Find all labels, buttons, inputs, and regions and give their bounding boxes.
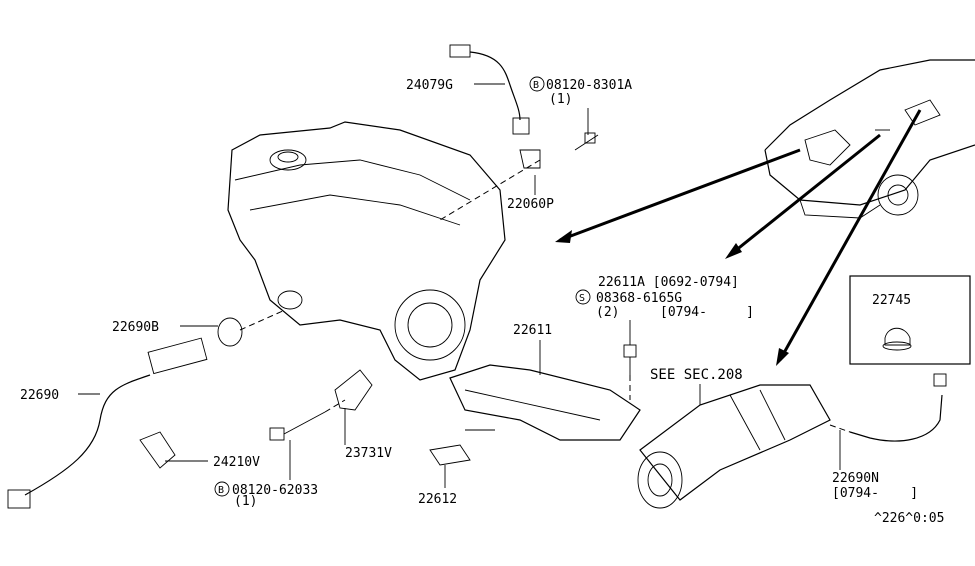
catalytic-converter: [637, 373, 947, 509]
label-qty-bottom: (1): [234, 494, 257, 509]
label-23731V: 23731V: [345, 446, 392, 461]
car-drawing: [764, 59, 975, 219]
sensor-22690: [7, 309, 286, 509]
label-qty-screw: (2): [596, 305, 619, 320]
label-24210V: 24210V: [213, 455, 260, 470]
label-22611: 22611: [513, 323, 552, 338]
label-22690: 22690: [20, 388, 59, 403]
label-22611A: 22611A [0692-0794]: [598, 275, 739, 290]
label-22690B: 22690B: [112, 320, 159, 335]
label-08120-8301A: 08120-8301A: [546, 78, 632, 93]
heat-shield-22611: [429, 364, 641, 466]
label-24079G: 24079G: [406, 78, 453, 93]
leader-lines: [78, 83, 841, 488]
sensor-harness-24079G: [439, 44, 599, 221]
label-see-sec: SEE SEC.208: [650, 367, 743, 383]
label-22745: 22745: [872, 293, 911, 308]
screw-08368: [623, 344, 637, 400]
label-22690N-range: [0794- ]: [832, 486, 918, 501]
diagram-code: ^226^0:05: [874, 511, 944, 526]
reference-arrows: [555, 109, 922, 366]
label-22612: 22612: [418, 492, 457, 507]
bolt-symbol-circle: [214, 481, 230, 497]
screw-symbol: S: [579, 293, 585, 304]
engine-drawing: [227, 121, 506, 381]
bolt-symbol: B: [218, 485, 224, 496]
screw-symbol-circle: [575, 289, 591, 305]
bolt-symbol-circle: [529, 76, 545, 92]
bolt-symbol: B: [533, 80, 539, 91]
label-22060P: 22060P: [507, 197, 554, 212]
label-08120-62033: 08120-62033: [232, 483, 318, 498]
label-screw-range: [0794- ]: [660, 305, 754, 320]
inset-22745: [849, 275, 971, 365]
label-qty-top: (1): [549, 92, 572, 107]
sensor-23731V: [269, 369, 373, 441]
label-22690N: 22690N: [832, 471, 879, 486]
label-08368-6165G: 08368-6165G: [596, 291, 682, 306]
